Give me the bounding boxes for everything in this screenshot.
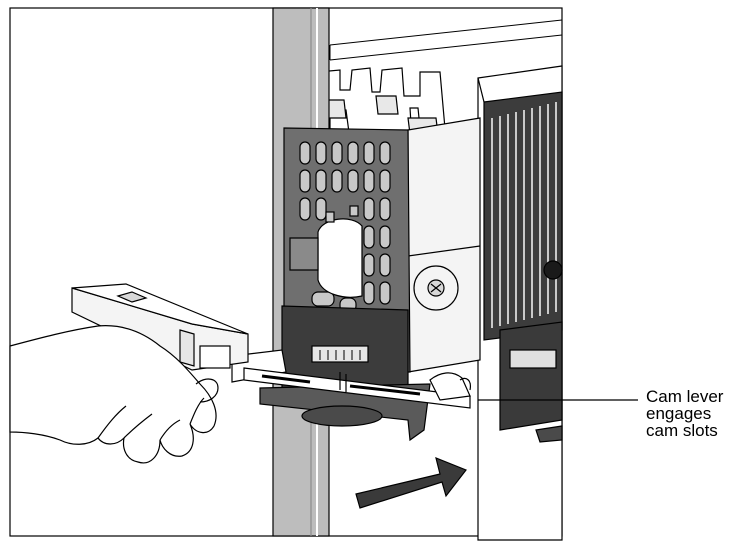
installed-module-right [477,65,563,541]
lever-handle [71,283,249,371]
callout-label: Cam lever engages cam slots [646,388,723,439]
hand [9,325,219,464]
callout-line-2: engages [646,404,712,423]
chassis-top [329,19,563,61]
callout-line-1: Cam lever [646,387,724,406]
insertion-arrow [355,457,467,509]
module-side-panel [407,117,481,373]
callout-line-3: cam slots [646,421,718,440]
